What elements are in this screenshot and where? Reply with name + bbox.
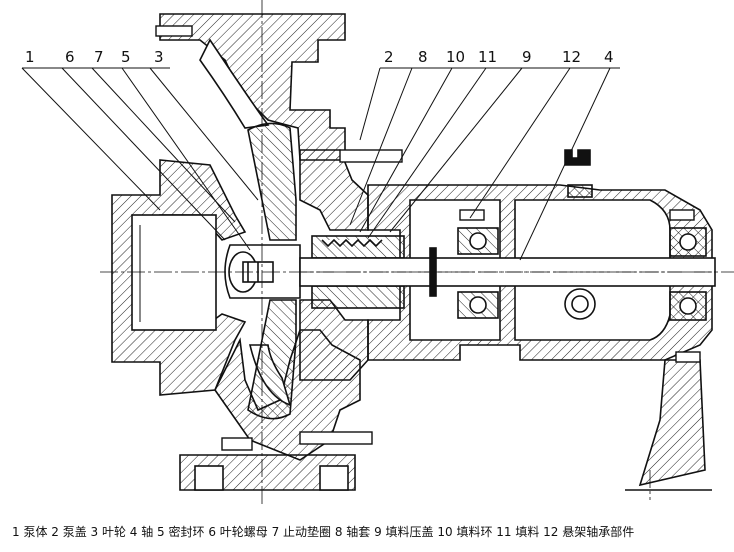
bearing-frame — [367, 149, 713, 491]
callout-6: 6 — [65, 48, 75, 66]
callout-5: 5 — [121, 48, 131, 66]
centre-lines — [100, 0, 734, 505]
callout-9: 9 — [522, 48, 532, 66]
callout-11: 11 — [478, 48, 497, 66]
callout-3: 3 — [154, 48, 164, 66]
callout-4: 4 — [604, 48, 614, 66]
callout-2: 2 — [384, 48, 394, 66]
callout-numbers: 1 6 7 5 3 2 8 10 11 9 12 4 — [25, 48, 614, 66]
callout-10: 10 — [446, 48, 465, 66]
callout-8: 8 — [418, 48, 428, 66]
parts-legend-caption: 1 泵体 2 泵盖 3 叶轮 4 轴 5 密封环 6 叶轮螺母 7 止动垫圈 8… — [12, 525, 635, 539]
callout-7: 7 — [94, 48, 104, 66]
pump-casing — [111, 13, 361, 491]
leader-lines — [21, 67, 620, 261]
callout-1: 1 — [25, 48, 35, 66]
callout-12: 12 — [562, 48, 581, 66]
